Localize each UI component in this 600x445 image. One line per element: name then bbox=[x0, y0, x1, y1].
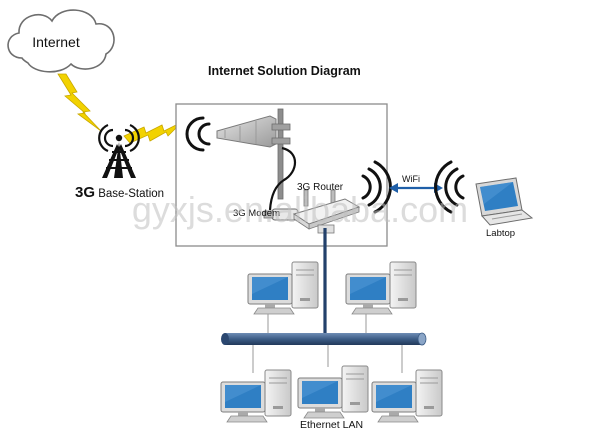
directional-antenna-icon bbox=[216, 108, 291, 200]
laptop-label: Labtop bbox=[486, 228, 515, 239]
pc-bottom-left-icon bbox=[220, 369, 292, 423]
base-station-prefix: 3G bbox=[75, 184, 95, 201]
modem-label: 3G Modem bbox=[233, 208, 280, 219]
pc-bottom-center-icon bbox=[297, 365, 369, 419]
antenna-cable bbox=[268, 146, 297, 211]
router-wifi-signal-icon bbox=[361, 160, 392, 214]
pc-top-left-icon bbox=[247, 261, 319, 315]
pc-bottom-right-icon bbox=[371, 369, 443, 423]
laptop-icon bbox=[475, 177, 534, 226]
base-station-label: 3G Base-Station bbox=[75, 184, 164, 201]
router-label: 3G Router bbox=[297, 182, 344, 193]
router-device-icon bbox=[292, 189, 361, 234]
internet-cloud: Internet bbox=[7, 9, 115, 73]
lightning-bolt-cloud-icon bbox=[57, 73, 102, 132]
antenna-signal-icon bbox=[185, 116, 211, 152]
lan-label: Ethernet LAN bbox=[300, 419, 363, 431]
base-station-tower-icon bbox=[98, 123, 140, 178]
internet-label: Internet bbox=[32, 34, 80, 50]
diagram-title: Internet Solution Diagram bbox=[208, 64, 361, 78]
watermark: gyxjs.en.alibaba.com bbox=[132, 189, 468, 230]
ethernet-bus bbox=[221, 332, 427, 346]
base-station-text: Base-Station bbox=[98, 188, 164, 200]
laptop-wifi-signal-icon bbox=[434, 160, 465, 214]
pc-top-right-icon bbox=[345, 261, 417, 315]
wifi-label: WiFi bbox=[402, 174, 420, 184]
